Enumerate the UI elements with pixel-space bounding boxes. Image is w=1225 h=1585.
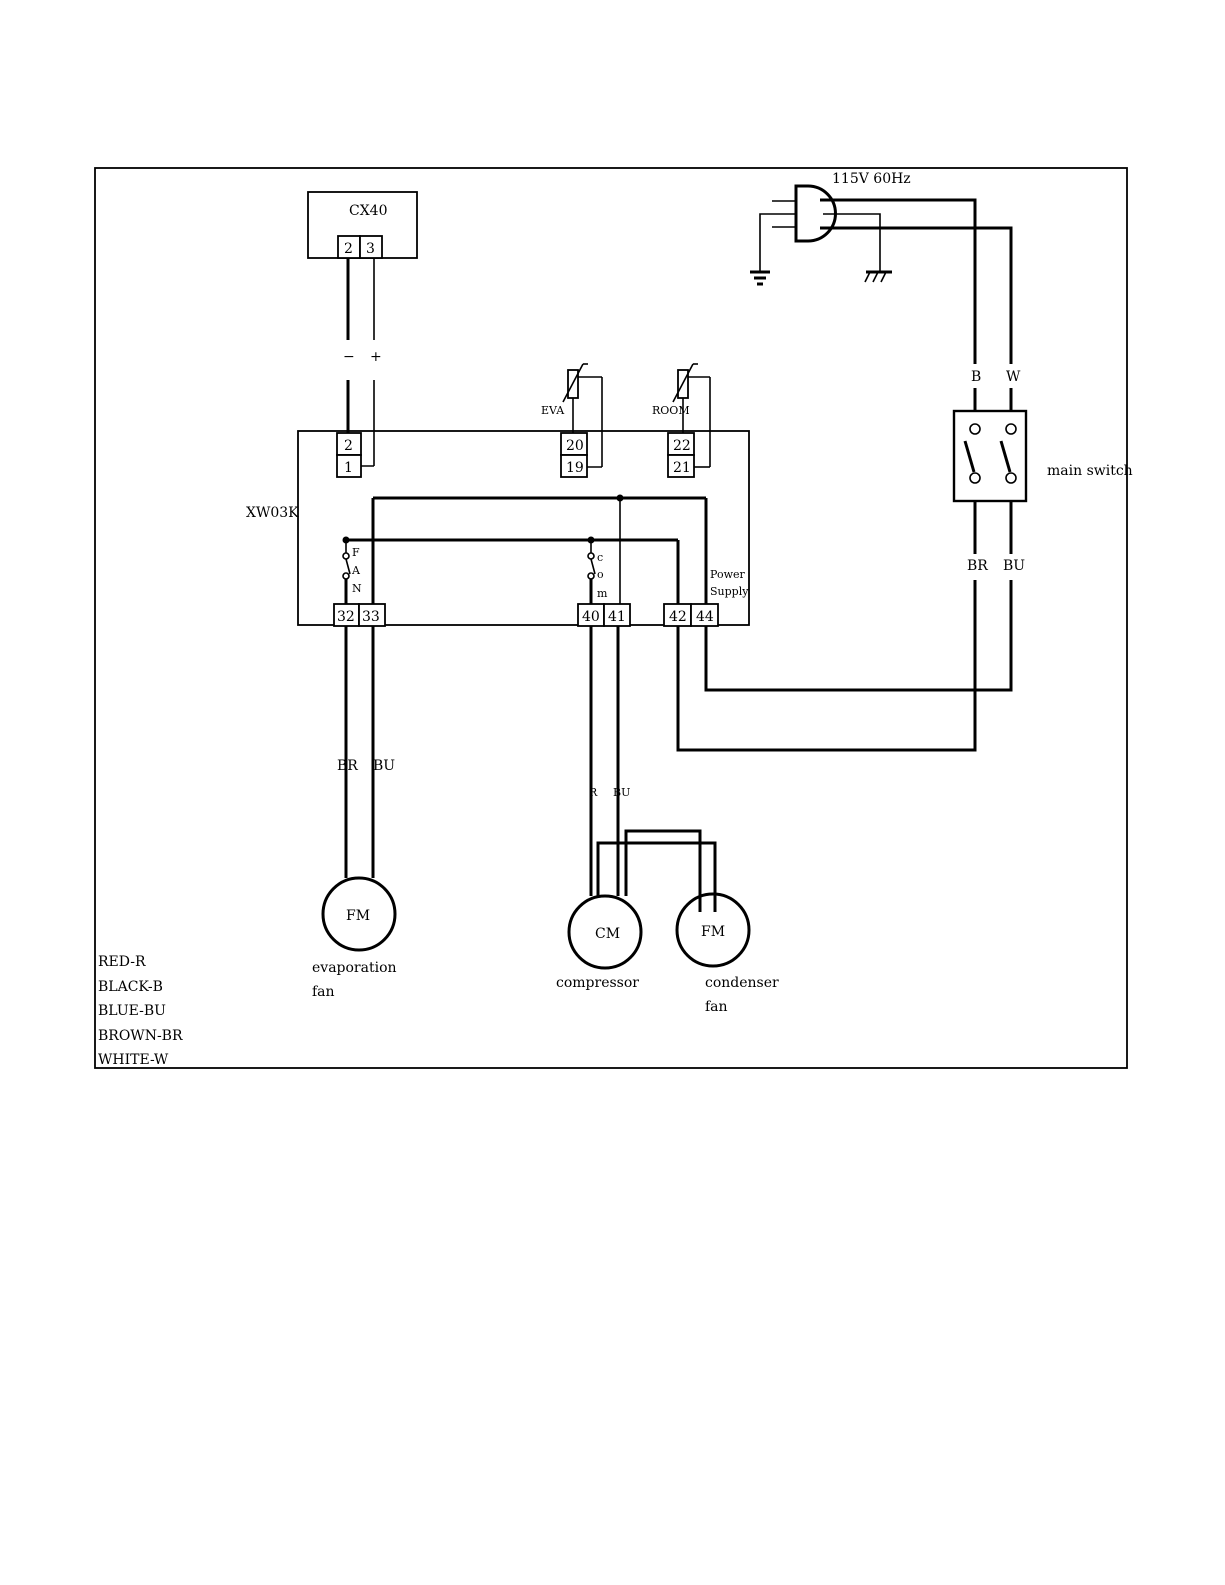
ground-icon [750,214,772,284]
supply-rating-label: 115V 60Hz [832,171,911,187]
terminal-block-room: 22 21 [668,433,694,477]
cx40-minus-label: − [343,349,355,365]
comp-wire-bu: BU [613,786,630,799]
com-letter-m: m [597,587,608,600]
legend-red: RED-R [98,954,146,970]
evap-fan-symbol: FM [346,908,370,924]
comp-wire-r: R [589,786,598,799]
switch-wire-w: W [1006,369,1021,385]
fan-letter-n: N [352,582,362,595]
legend-brown: BROWN-BR [98,1028,183,1044]
terminal-block-eva: 20 19 [561,433,587,477]
controller-label: XW03K [246,505,299,521]
terminal-41: 41 [608,609,626,625]
cx40-terminal-3: 3 [366,241,375,257]
fan-relay-contact: F A N [343,540,362,604]
terminal-21: 21 [673,460,691,476]
terminal-block-compressor: 40 41 [578,604,630,626]
room-label: ROOM [652,404,690,417]
legend-white: WHITE-W [98,1052,169,1068]
evap-fan-label-1: evaporation [312,960,397,976]
terminal-42: 42 [669,609,687,625]
evaporation-fan-motor-icon: FM [323,878,395,950]
terminal-32: 32 [337,609,355,625]
terminal-40: 40 [582,609,600,625]
terminal-block-fan: 32 33 [334,604,385,626]
switch-wire-b: B [971,369,981,385]
terminal-20: 20 [566,438,584,454]
cx40-display: CX40 2 3 [308,192,417,258]
legend-black: BLACK-B [98,979,163,995]
switch-wire-bu: BU [1003,558,1025,574]
terminal-19: 19 [566,460,584,476]
fan-letter-a: A [351,564,361,577]
legend-blue: BLUE-BU [98,1003,166,1019]
terminal-22: 22 [673,438,691,454]
com-letter-c: c [597,551,603,564]
evap-wire-bu: BU [373,758,395,774]
terminal-block-power: 42 44 [664,604,718,626]
fan-letter-f: F [352,546,360,559]
condenser-fan-motor-icon: FM [677,894,749,966]
cond-fan-label-2: fan [705,999,728,1015]
terminal-2: 2 [344,438,353,454]
terminal-44: 44 [696,609,714,625]
main-switch-label: main switch [1047,463,1133,479]
terminal-block-display: 2 1 [337,433,361,477]
eva-label: EVA [541,404,565,417]
wire-color-legend: RED-R BLACK-B BLUE-BU BROWN-BR WHITE-W [98,954,183,1068]
cond-fan-label-1: condenser [705,975,779,991]
cx40-label: CX40 [349,203,388,219]
cx40-terminal-2: 2 [344,241,353,257]
supply-label: Supply [710,585,749,598]
compressor-relay-contact: c o m [588,540,608,604]
power-label: Power [710,568,746,581]
compressor-symbol: CM [595,926,620,942]
evap-fan-label-2: fan [312,984,335,1000]
compressor-motor-icon: CM [569,896,641,968]
main-switch [954,411,1026,501]
switch-wire-br: BR [967,558,988,574]
terminal-1: 1 [344,460,353,476]
terminal-33: 33 [362,609,380,625]
cx40-plus-label: + [370,349,382,365]
compressor-label: compressor [556,975,639,991]
evap-wire-br: BR [337,758,358,774]
com-letter-o: o [597,568,604,581]
cond-fan-symbol: FM [701,924,725,940]
